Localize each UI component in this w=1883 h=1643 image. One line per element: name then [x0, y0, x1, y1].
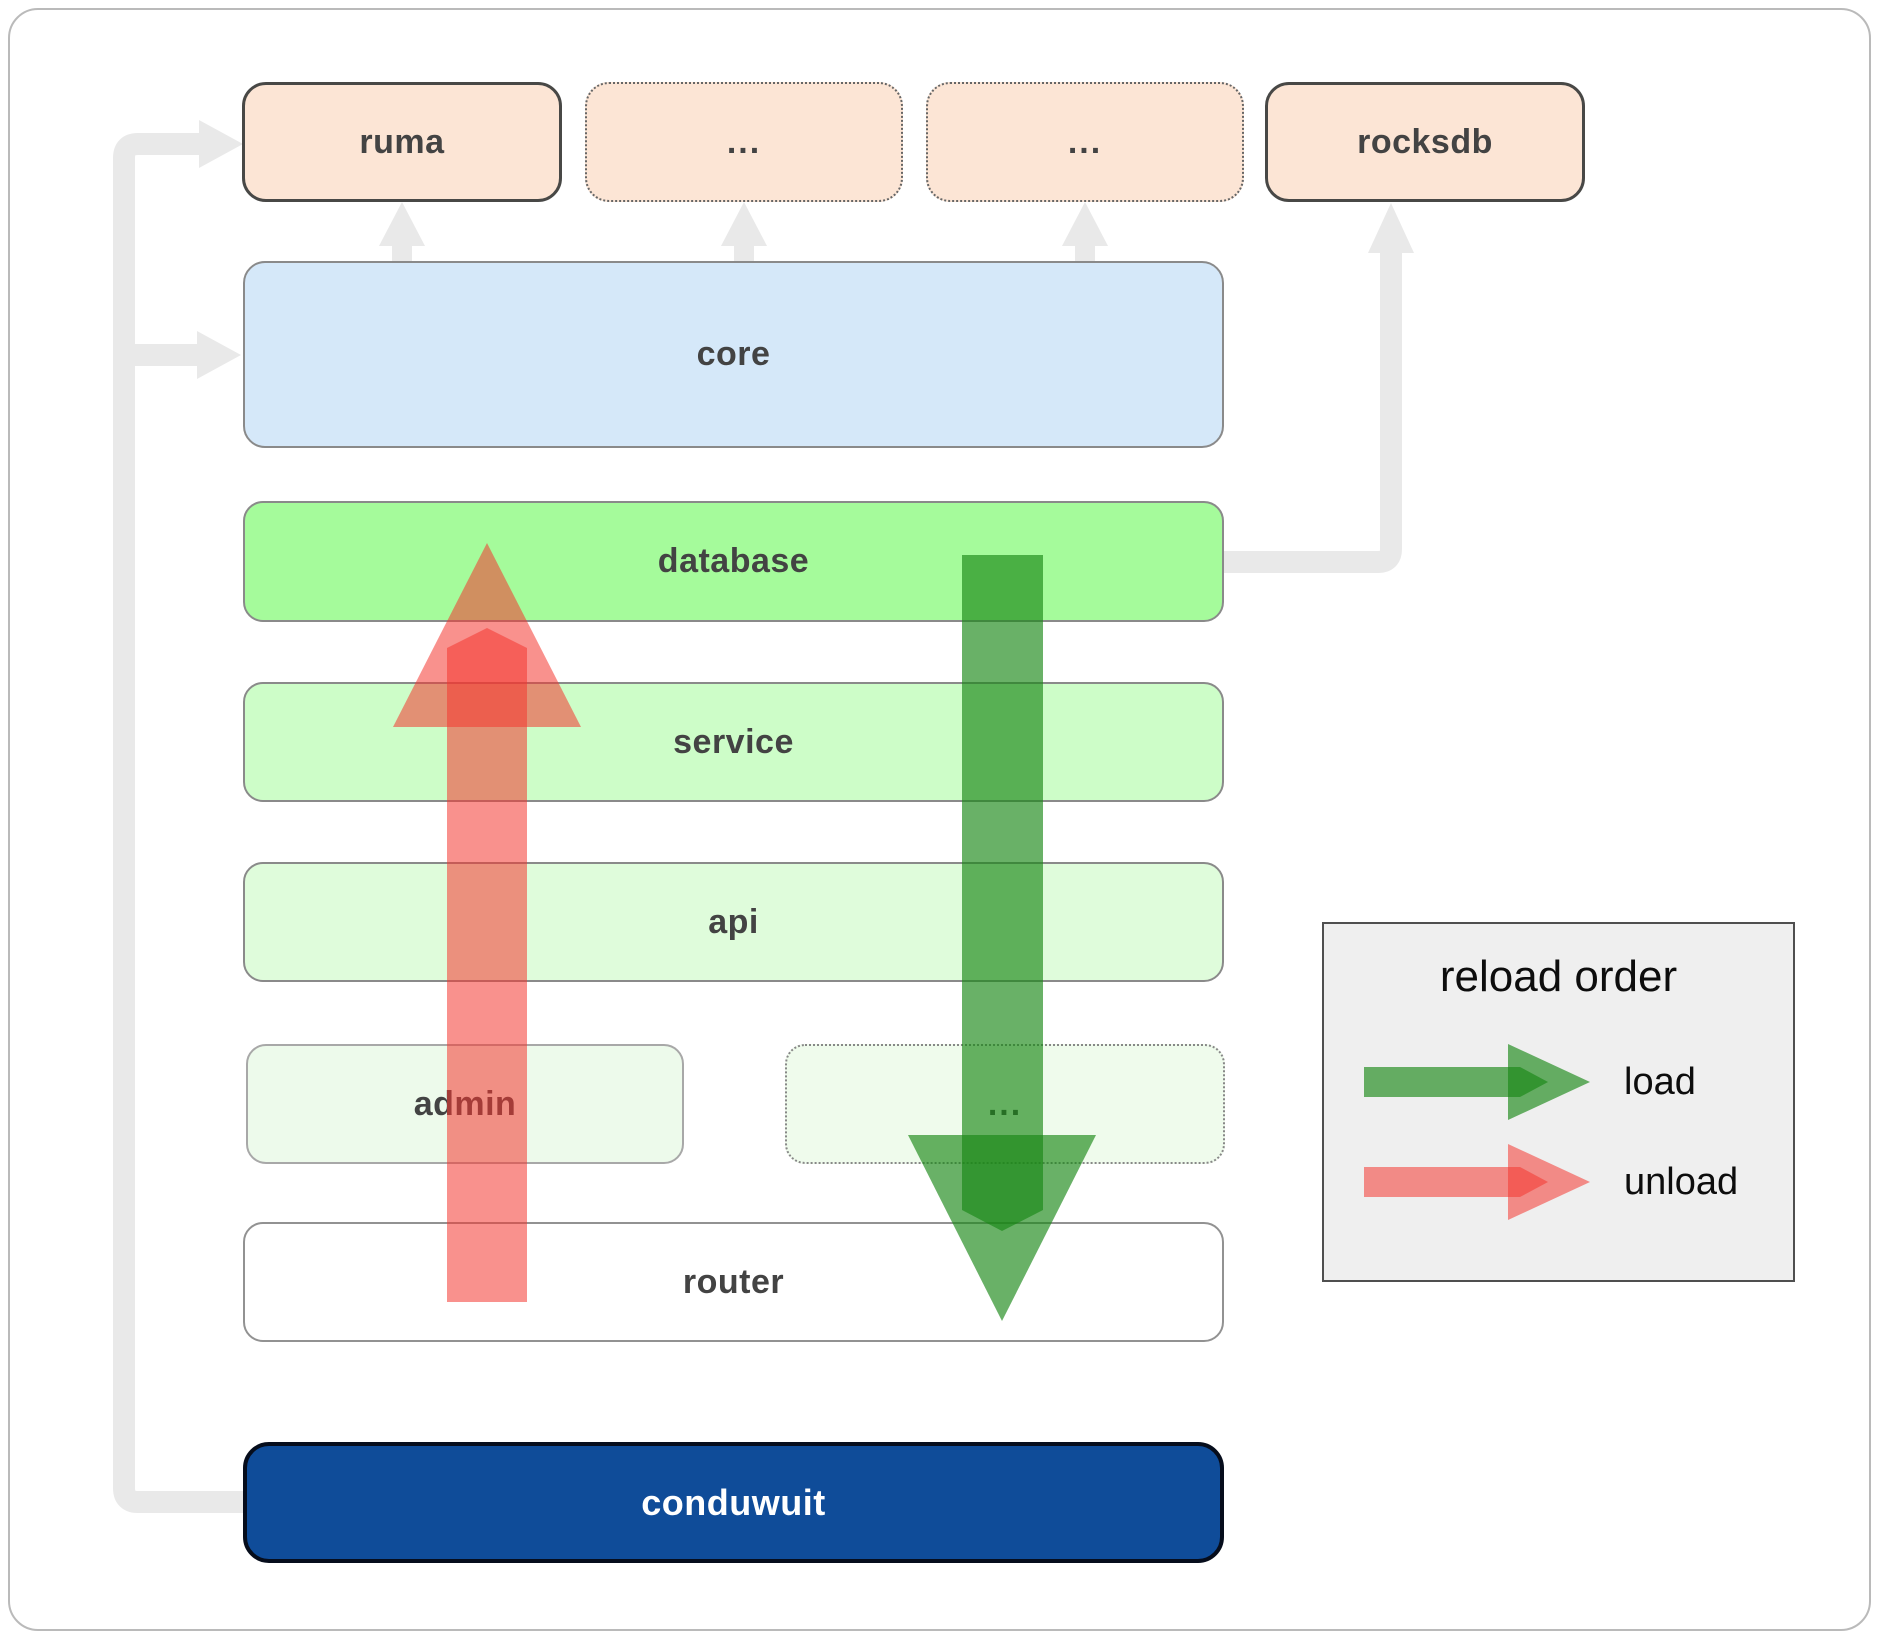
layer-router: router [243, 1222, 1224, 1342]
legend-load-label: load [1624, 1060, 1696, 1103]
layer-database-label: database [657, 542, 810, 580]
node-ruma-label: ruma [359, 122, 445, 161]
layer-admin-more-label: ... [987, 1084, 1023, 1123]
legend-title: reload order [1439, 952, 1678, 1001]
node-more-2-label: ... [1067, 122, 1103, 161]
layer-api-label: api [708, 902, 759, 941]
layer-admin-label: admin [413, 1084, 517, 1123]
node-ruma: ruma [242, 82, 562, 202]
node-rocksdb: rocksdb [1265, 82, 1585, 202]
layer-admin: admin [246, 1044, 684, 1164]
layer-core: core [243, 261, 1224, 448]
node-rocksdb-label: rocksdb [1357, 122, 1493, 161]
node-more-2: ... [926, 82, 1244, 202]
layer-database: database [243, 501, 1224, 622]
legend-unload-label: unload [1624, 1160, 1739, 1203]
node-conduwuit-label: conduwuit [641, 1481, 826, 1523]
node-conduwuit: conduwuit [243, 1442, 1224, 1563]
node-more-1: ... [585, 82, 903, 202]
layer-core-label: core [696, 335, 771, 373]
layer-api: api [243, 862, 1224, 982]
outer-frame [8, 8, 1871, 1631]
legend-panel: reload order load unload [1322, 922, 1795, 1282]
layer-router-label: router [682, 1262, 785, 1301]
unload-arrow-icon [1364, 1144, 1590, 1220]
layer-admin-more: ... [785, 1044, 1225, 1164]
layer-service-label: service [673, 722, 794, 761]
load-arrow-icon [1364, 1044, 1590, 1120]
layer-service: service [243, 682, 1224, 802]
node-more-1-label: ... [726, 122, 762, 161]
